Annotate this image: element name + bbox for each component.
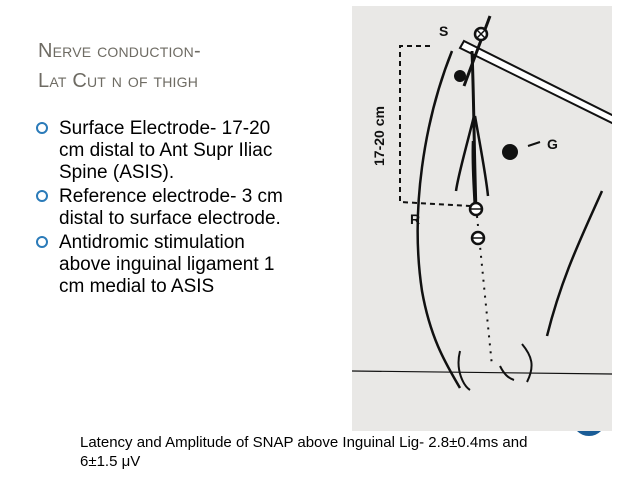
stimulator-icon [454, 15, 492, 87]
distance-label: 17-20 cm [371, 106, 387, 166]
bullet-item: Surface Electrode- 17-20 cm distal to An… [36, 118, 286, 184]
bullet-circle-icon [36, 236, 48, 248]
bullet-text: Surface Electrode- 17-20 cm distal to An… [59, 118, 273, 183]
title-line-2: Lat Cut n of thigh [38, 70, 199, 92]
electrode-icon [470, 230, 486, 246]
caption-text: Latency and Amplitude of SNAP above Ingu… [80, 434, 528, 470]
electrode-icon [468, 201, 484, 217]
ground-label: G [547, 136, 558, 152]
reference-label: R [410, 211, 420, 227]
knee-line [521, 343, 533, 383]
bullet-item: Reference electrode- 3 cm distal to surf… [36, 186, 286, 230]
bullet-circle-icon [36, 190, 48, 202]
bullet-text: Reference electrode- 3 cm distal to surf… [59, 186, 283, 229]
stim-label: S [439, 23, 448, 39]
inguinal-ligament [458, 39, 615, 126]
knee-line [499, 365, 515, 381]
bullet-circle-icon [36, 122, 48, 134]
knee-line [457, 350, 471, 391]
base-line [351, 370, 613, 375]
nerve-branch [454, 115, 476, 192]
distance-bracket [399, 45, 471, 207]
thigh-diagram-svg: S G R 17-20 cm [351, 15, 615, 391]
title-line-1: Nerve conduction- [38, 40, 201, 62]
nerve-branch [473, 115, 490, 197]
thigh-diagram: S G R 17-20 cm [351, 6, 615, 431]
bullet-text: Antidromic stimulation above inguinal li… [59, 232, 275, 297]
thigh-outline-lateral [416, 50, 462, 389]
bullet-list: Surface Electrode- 17-20 cm distal to An… [36, 118, 286, 300]
nerve-trunk [470, 50, 478, 212]
slide-title: Nerve conduction- Lat Cut n of thigh [38, 36, 328, 96]
bullet-item: Antidromic stimulation above inguinal li… [36, 232, 286, 298]
ground-electrode-icon [502, 141, 541, 160]
thigh-outline-medial [545, 190, 604, 337]
